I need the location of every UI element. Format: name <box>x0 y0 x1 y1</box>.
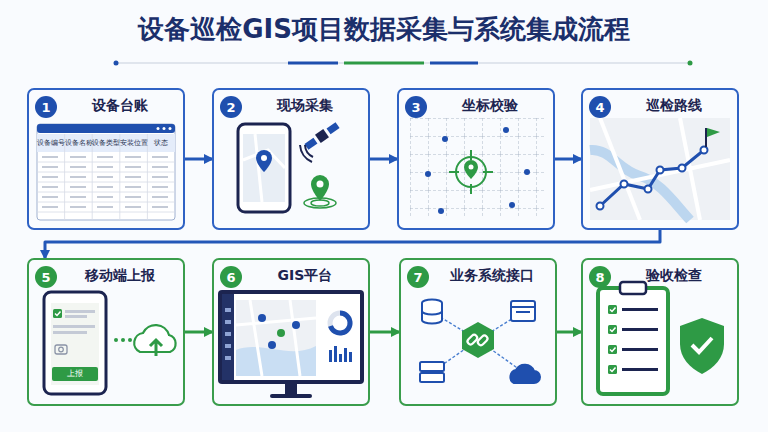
step-panel: 验收检查 8 <box>581 258 739 406</box>
flow-arrow <box>45 230 660 258</box>
table-header-cell: 设备编号 <box>37 139 65 148</box>
step-title: 验收检查 <box>615 267 733 285</box>
step-number-circle: 3 <box>405 96 427 118</box>
step-number-circle: 4 <box>589 96 611 118</box>
step-title: 坐标校验 <box>431 97 549 115</box>
step-number-circle: 5 <box>35 266 57 288</box>
flow-arrow <box>557 331 581 334</box>
table-header-cell: 设备名称 <box>65 139 93 148</box>
step-number-circle: 6 <box>220 266 242 288</box>
step-number-circle: 7 <box>407 266 429 288</box>
flow-arrow <box>185 331 212 334</box>
step-number-circle: 8 <box>589 266 611 288</box>
step-title: GIS平台 <box>246 267 364 285</box>
table-header-cell: 安装位置 <box>120 139 148 148</box>
field-capture-art <box>238 121 340 212</box>
flow-arrow <box>370 158 397 161</box>
step-title: 巡检路线 <box>615 97 733 115</box>
callout-number: 1 <box>41 100 50 115</box>
interface-art <box>420 300 540 384</box>
callout-number: 6 <box>226 270 235 285</box>
title-divider <box>114 61 693 66</box>
callout-number: 3 <box>411 100 420 115</box>
step-number-circle: 2 <box>220 96 242 118</box>
step-panel: 业务系统接口 7 <box>399 258 557 406</box>
coordinate-grid-art <box>410 118 545 218</box>
step-panel: 移动端上报 5 <box>27 258 185 406</box>
table-header-cell: 设备类型 <box>92 139 120 148</box>
flow-arrow <box>370 331 399 334</box>
step-panel: 巡检路线 4 <box>581 88 739 230</box>
flow-arrow <box>555 158 581 161</box>
gis-monitor-art <box>218 290 364 398</box>
flow-arrow <box>185 158 212 161</box>
step-number-circle: 1 <box>35 96 57 118</box>
step-panel: GIS平台 6 <box>212 258 370 406</box>
callout-number: 7 <box>413 270 422 285</box>
callout-number: 4 <box>595 100 604 115</box>
acceptance-art <box>598 282 724 394</box>
mobile-report-art <box>44 292 176 394</box>
step-title: 设备台账 <box>61 97 179 115</box>
report-button-label: 上报 <box>52 368 98 379</box>
diagram-title: 设备巡检GIS项目数据采集与系统集成流程 <box>0 12 768 47</box>
step-title: 移动端上报 <box>61 267 179 285</box>
step-panel: 设备台账 1 <box>27 88 185 230</box>
step-title: 业务系统接口 <box>433 267 551 285</box>
ledger-table <box>37 124 175 220</box>
step-title: 现场采集 <box>246 97 364 115</box>
callout-number: 5 <box>41 270 50 285</box>
callout-number: 8 <box>595 270 604 285</box>
step-panel: 现场采集 2 <box>212 88 370 230</box>
callout-number: 2 <box>226 100 235 115</box>
table-header-cell: 状态 <box>147 139 175 148</box>
step-panel: 坐标校验 3 <box>397 88 555 230</box>
route-map-art <box>590 118 730 220</box>
